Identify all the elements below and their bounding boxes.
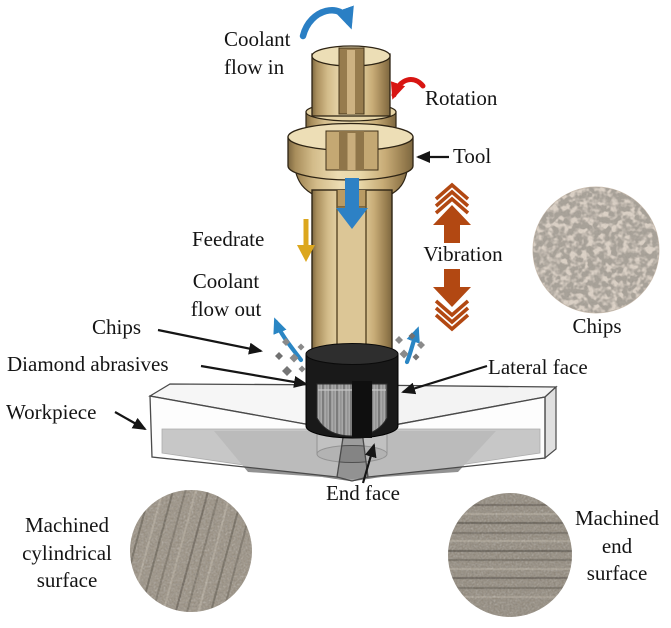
tool-shank [311,45,391,117]
workpiece-leader-arrow [114,411,147,430]
machined-end-surface-inset-image [448,493,572,617]
chips-leader-arrow [157,328,263,355]
diamond-abrasives-label: Diamond abrasives [7,352,169,376]
feedrate-label: Feedrate [192,227,265,251]
end-face-label: End face [325,481,401,505]
coolant-flow-out-label: Coolant flow out [190,269,262,321]
lateral-face-label: Lateral face [488,355,588,379]
end-face-leader-arrow [361,443,377,484]
workpiece-label: Workpiece [6,400,97,424]
tool-flange [287,122,414,181]
machined-cylindrical-surface-inset-image [130,490,252,612]
tool-label: Tool [453,144,492,168]
feedrate-arrow [297,219,315,262]
chips-particles-left [275,338,306,376]
workpiece-front-face-right [361,396,546,478]
workpiece-right-side-face [544,385,557,460]
machined-end-surface-label: Machined end surface [575,506,659,586]
lateral-face-leader-arrow [401,364,488,395]
coolant-out-right-arrow [404,326,420,365]
vibration-up-arrow [433,182,471,243]
rotation-arrow [390,77,426,100]
rotation-label: Rotation [425,86,498,110]
chips-label: Chips [92,315,142,339]
coolant-flow-in-label: Coolant flow in [224,27,291,79]
vibration-label: Vibration [423,242,503,266]
coolant-down-arrow [336,178,368,229]
coolant-in-arrow [299,5,354,40]
chips-particles-right [395,332,425,361]
workpiece-notch-bottom-edge [336,476,369,482]
tool-abrasive-grit [316,381,388,438]
leader-lines [114,151,488,484]
diamond-abrasives-leader-arrow [200,364,308,388]
vibration-down-arrow [433,269,471,332]
machined-cylindrical-surface-label: Machined cylindrical surface [22,513,112,593]
chips-inset-label: Chips [572,314,622,338]
chips-inset-image [532,186,660,314]
tool-assembly [287,45,414,439]
